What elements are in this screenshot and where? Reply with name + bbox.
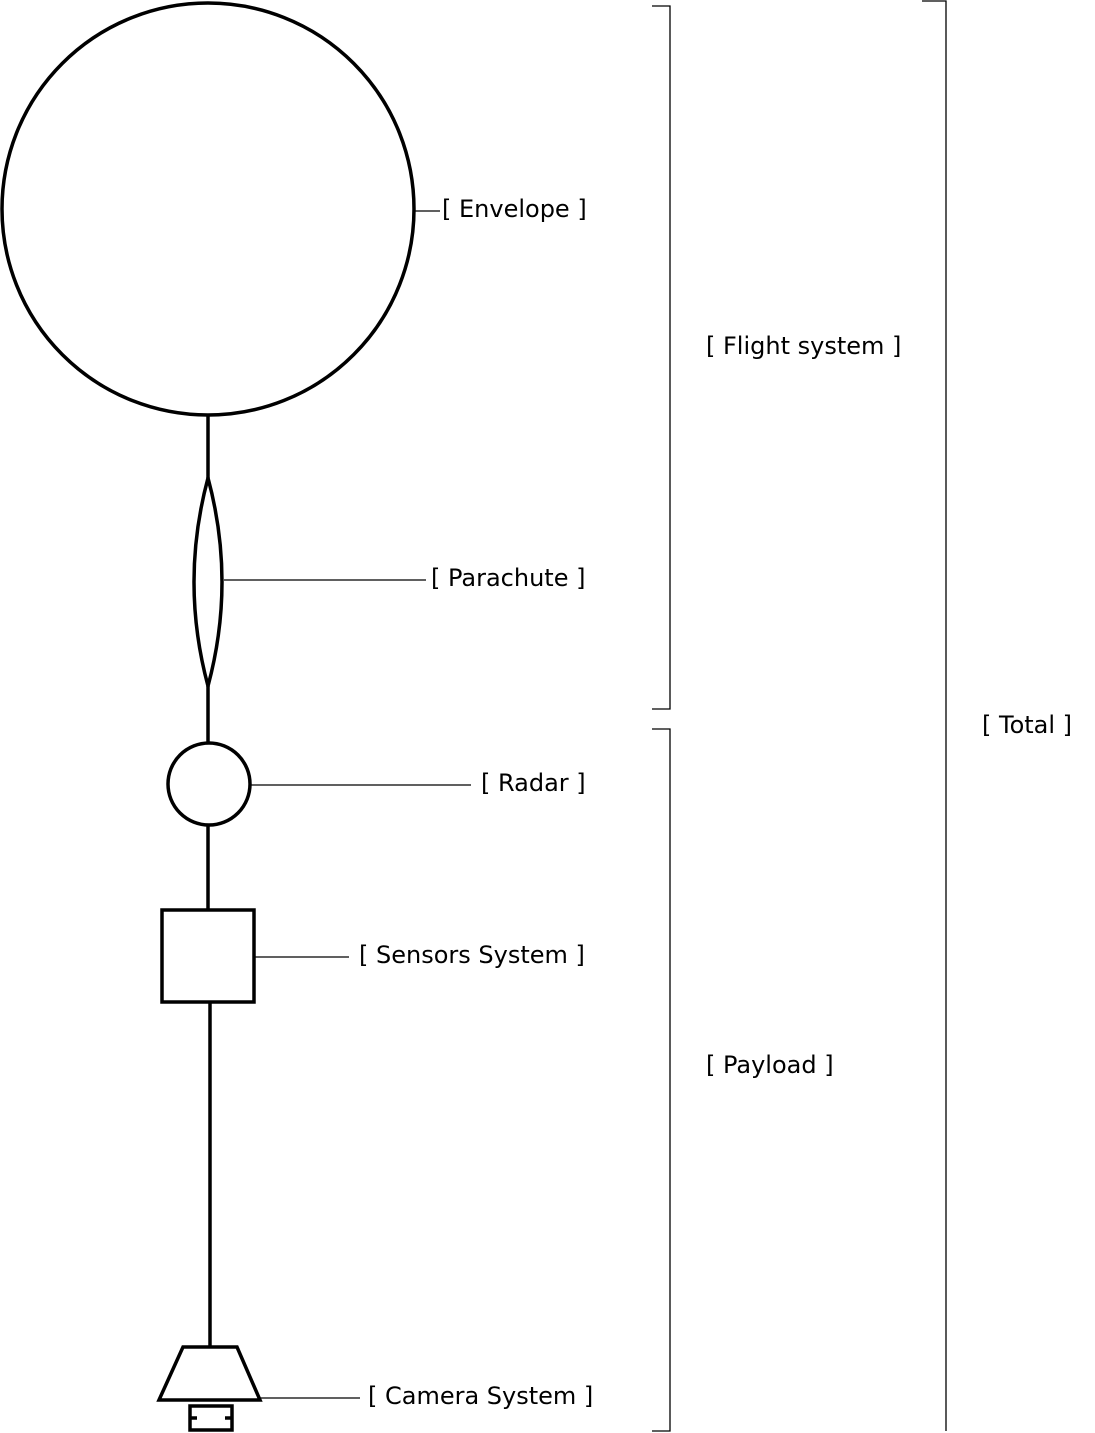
parachute-label: [ Parachute ]: [431, 564, 585, 592]
radar-shape: [166, 741, 252, 827]
total-bracket: [922, 0, 947, 1431]
sensors-system-shape: [160, 908, 256, 1004]
total-label: [ Total ]: [982, 711, 1072, 739]
parachute-shape: [192, 471, 224, 693]
payload-label: [ Payload ]: [706, 1051, 834, 1079]
flight-system-bracket: [652, 5, 671, 710]
camera-system-body-shape: [156, 1345, 263, 1402]
camera-system-lens-shape: [188, 1404, 234, 1432]
camera-system-label: [ Camera System ]: [368, 1382, 593, 1410]
flight-system-label: [ Flight system ]: [706, 332, 901, 360]
envelope-label: [ Envelope ]: [442, 195, 587, 223]
envelope-shape: [0, 1, 416, 417]
payload-bracket: [652, 728, 671, 1432]
sensors-system-label: [ Sensors System ]: [359, 941, 585, 969]
radar-label: [ Radar ]: [481, 769, 586, 797]
